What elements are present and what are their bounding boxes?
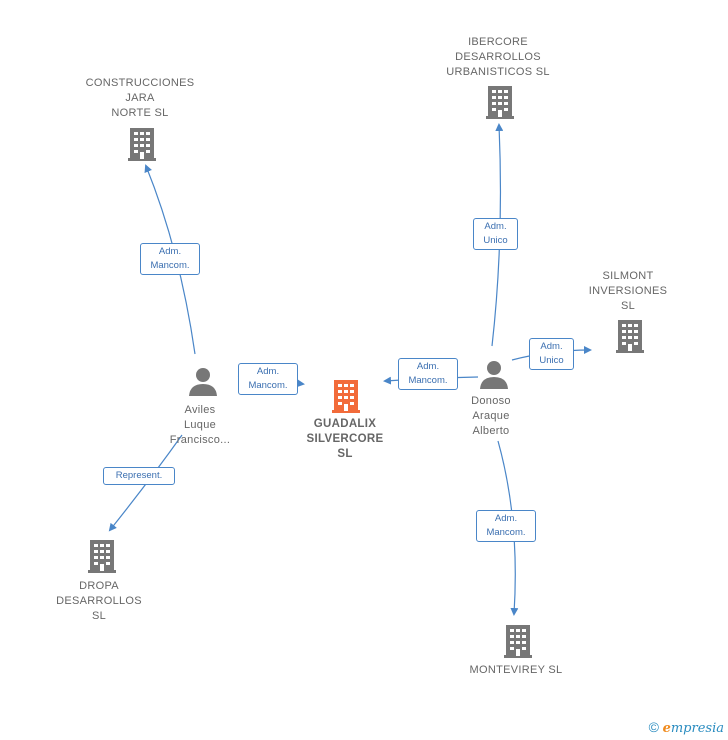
- edge-label-donoso-silmont: Adm. Unico: [529, 338, 574, 370]
- person-label-donoso[interactable]: Donoso Araque Alberto: [471, 395, 511, 437]
- company-label-dropa[interactable]: DROPA DESARROLLOS SL: [56, 580, 142, 622]
- copyright-symbol: ©: [648, 719, 659, 735]
- brand-name: mpresia: [670, 721, 724, 736]
- company-label-ibercore[interactable]: IBERCORE DESARROLLOS URBANISTICOS SL: [446, 36, 550, 78]
- edge-label-donoso-montevirey: Adm. Mancom.: [476, 510, 536, 542]
- company-label-construcciones[interactable]: CONSTRUCCIONES JARA NORTE SL: [85, 77, 195, 119]
- edge-label-aviles-construcciones: Adm. Mancom.: [140, 243, 200, 275]
- empresia-logo: © empresia: [649, 719, 724, 736]
- company-label-silmont[interactable]: SILMONT INVERSIONES SL: [588, 270, 668, 312]
- edge-label-aviles-guadalix: Adm. Mancom.: [238, 363, 298, 395]
- building-icon: [486, 86, 514, 119]
- person-icon: [189, 368, 217, 396]
- building-icon: [128, 128, 156, 161]
- building-icon: [504, 625, 532, 658]
- building-icon: [88, 540, 116, 573]
- edge-label-donoso-guadalix: Adm. Mancom.: [398, 358, 458, 390]
- edge-label-aviles-dropa: Represent.: [103, 467, 175, 485]
- person-icon: [480, 361, 508, 389]
- company-label-guadalix[interactable]: GUADALIX SILVERCORE SL: [306, 418, 384, 460]
- building-icon: [616, 320, 644, 353]
- edge-label-donoso-ibercore: Adm. Unico: [473, 218, 518, 250]
- person-label-aviles[interactable]: Aviles Luque Francisco...: [169, 404, 231, 446]
- main-building-icon: [332, 380, 360, 413]
- brand-initial: e: [662, 721, 671, 736]
- company-label-montevirey[interactable]: MONTEVIREY SL: [469, 664, 563, 676]
